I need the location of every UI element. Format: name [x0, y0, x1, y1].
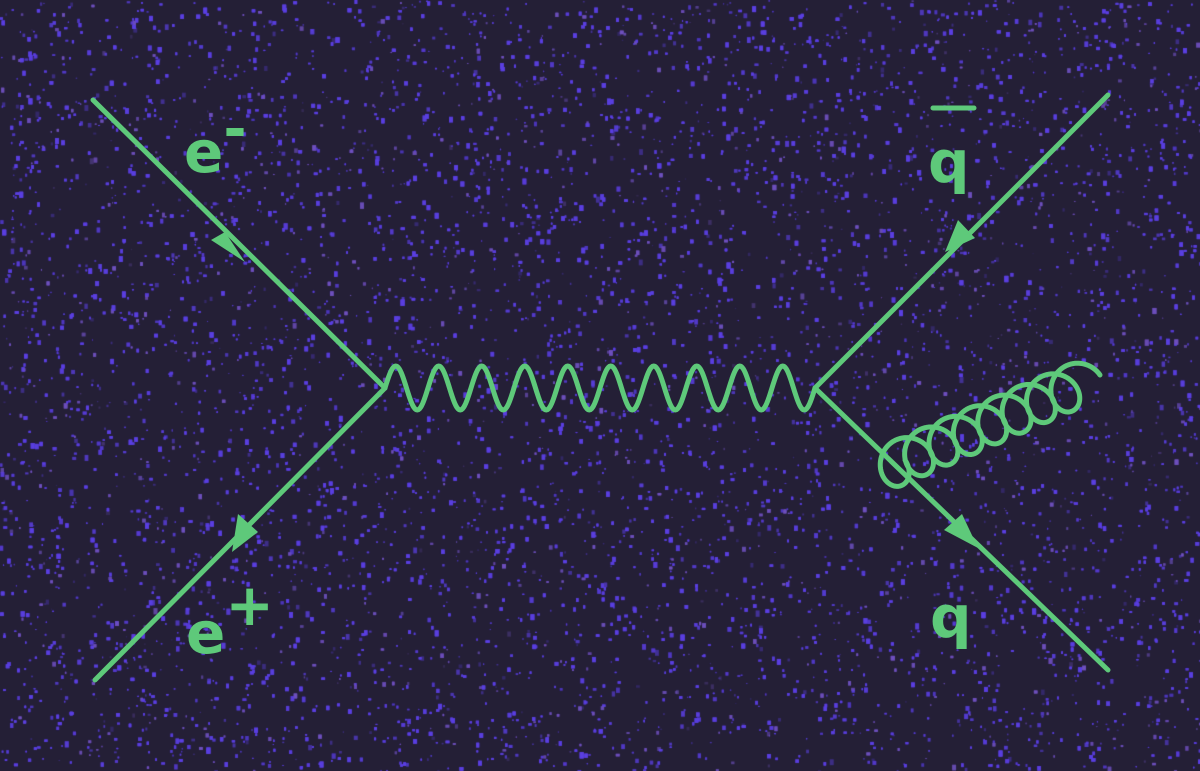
- electron-label-sup: -: [223, 97, 246, 162]
- positron-label-sup: +: [225, 571, 274, 639]
- gluon-emission: [877, 360, 1103, 489]
- electron-label-base: e: [184, 118, 223, 186]
- photon-propagator: [382, 363, 818, 413]
- antiquark-label: q: [928, 128, 970, 196]
- electron-arrow: [211, 232, 245, 262]
- electron-line: [90, 97, 388, 391]
- electron-label: e-: [184, 97, 247, 186]
- positron-arrow: [232, 514, 258, 552]
- positron-label: e+: [186, 571, 274, 667]
- positron-label-base: e: [186, 599, 225, 667]
- antiquark-arrow: [945, 220, 975, 252]
- quark-label: q: [930, 583, 972, 651]
- quark-arrow: [944, 514, 978, 548]
